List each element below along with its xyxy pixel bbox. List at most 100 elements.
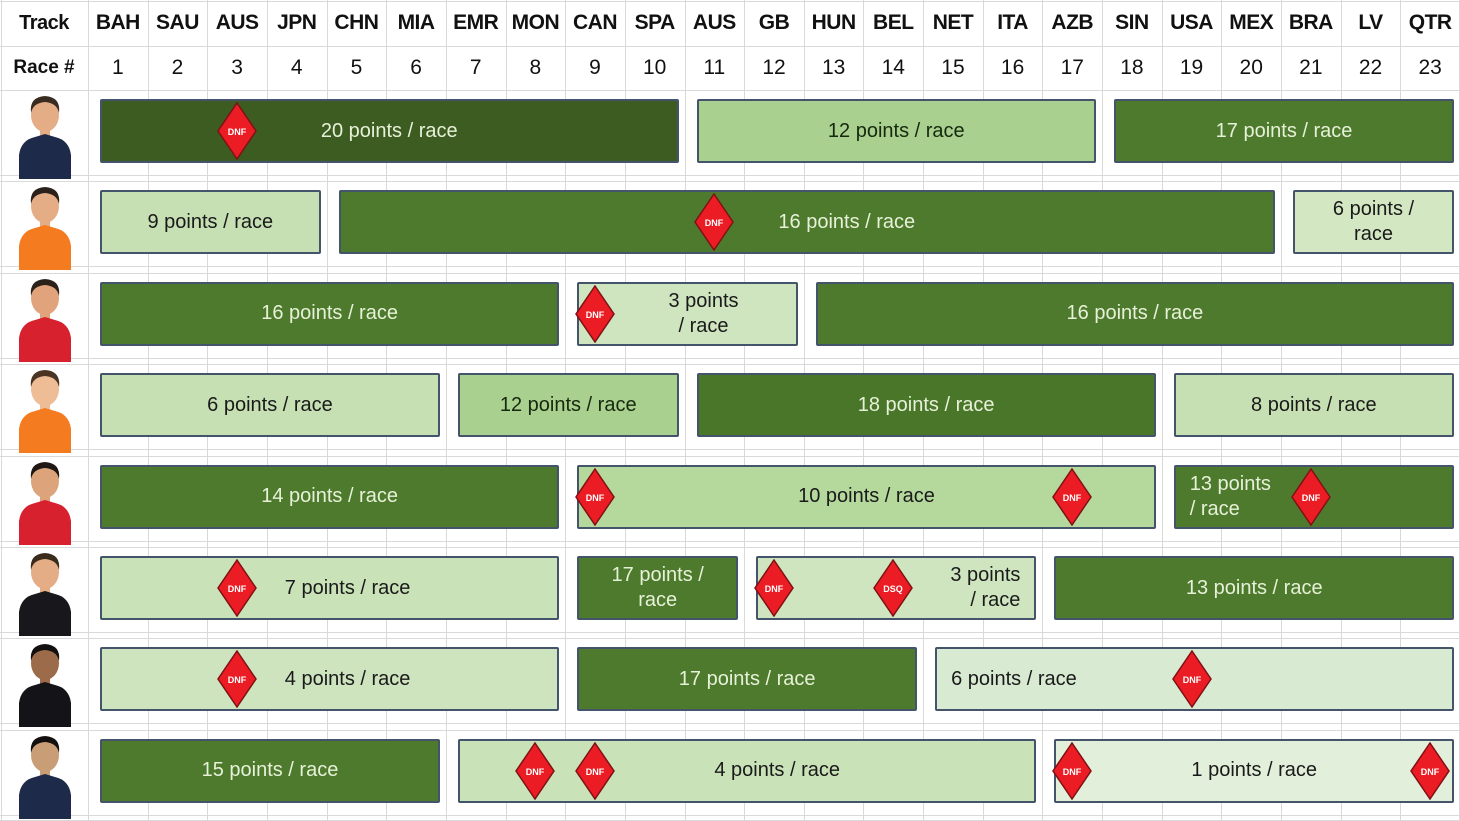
svg-text:DNF: DNF — [228, 584, 247, 594]
race-number-cell: 7 — [469, 56, 482, 79]
svg-text:DNF: DNF — [1063, 767, 1082, 777]
grid-vline — [684, 0, 686, 821]
track-header-cell: JPN — [277, 11, 317, 34]
grid-hline — [0, 547, 1460, 548]
points-per-race-label: 1 points / race — [1191, 759, 1318, 782]
race-number-cell: 18 — [1120, 56, 1144, 79]
track-header-cell: SAU — [156, 11, 199, 34]
dnf-diamond-icon: DNF — [575, 467, 615, 526]
points-segment: 1 points / race — [1054, 738, 1454, 803]
race-number-cell: 6 — [410, 56, 422, 79]
svg-text:DNF: DNF — [526, 767, 545, 777]
race-number-cell: 11 — [703, 56, 726, 79]
grid-vline — [1161, 0, 1163, 821]
race-number-cell: 3 — [231, 56, 243, 79]
grid-hline — [0, 638, 1460, 640]
points-per-race-label: 6 points / race — [951, 667, 1077, 690]
points-per-race-label: 7 points / race — [284, 576, 411, 599]
track-header-cell: SPA — [634, 11, 676, 34]
track-header-cell: HUN — [811, 11, 856, 34]
driver-photo-row-4-mclaren — [14, 365, 76, 454]
race-number-cell: 14 — [881, 56, 905, 79]
grid-hline — [0, 632, 1460, 633]
race-number-cell: 17 — [1060, 56, 1084, 79]
dnf-diamond-icon: DNF — [1171, 650, 1212, 709]
track-header-cell: AZB — [1051, 11, 1094, 34]
race-number-cell: 23 — [1418, 56, 1442, 79]
dnf-diamond-icon: DNF — [754, 558, 794, 618]
race-number-header-label: Race # — [13, 57, 75, 78]
race-number-cell: 19 — [1179, 56, 1204, 79]
points-per-race-label: 9 points / race — [147, 210, 274, 233]
points-per-race-label: 16 points / race — [1066, 302, 1204, 325]
points-segment: 7 points / race — [100, 556, 560, 620]
track-header-cell: BRA — [1288, 11, 1333, 34]
points-per-race-label: 16 points / race — [261, 302, 398, 325]
points-segment: 13 points / race — [1054, 556, 1454, 620]
points-per-race-label: 16 points / race — [778, 210, 916, 233]
dsq-diamond-icon: DSQ — [873, 558, 914, 618]
points-segment: 4 points / race — [100, 647, 560, 712]
points-per-race-label: 13 points / race — [1189, 472, 1271, 520]
dnf-diamond-icon: DNF — [217, 650, 258, 709]
points-segment: 17 points / race — [577, 647, 918, 712]
points-per-race-label: 12 points / race — [827, 119, 965, 142]
svg-text:DNF: DNF — [1302, 493, 1321, 503]
race-number-cell: 9 — [589, 56, 601, 79]
race-number-cell: 16 — [1000, 56, 1025, 79]
track-header-cell: SIN — [1115, 11, 1149, 34]
dnf-diamond-icon: DNF — [575, 284, 615, 344]
dnf-diamond-icon: DNF — [1290, 467, 1331, 526]
driver-photo-row-1-red-bull — [14, 91, 76, 179]
points-per-race-label: 12 points / race — [499, 393, 637, 416]
points-segment: 16 points / race — [100, 281, 560, 346]
svg-text:DNF: DNF — [765, 584, 784, 594]
track-header-cell: AUS — [215, 11, 259, 34]
points-segment: 16 points / race — [815, 281, 1454, 346]
grid-vline — [88, 0, 89, 821]
points-per-race-label: 10 points / race — [798, 485, 935, 508]
grid-hline — [0, 0, 1460, 2]
svg-text:DNF: DNF — [1421, 767, 1440, 777]
grid-hline — [0, 540, 1460, 542]
race-number-cell: 20 — [1239, 56, 1263, 79]
grid-vline — [445, 0, 447, 821]
points-per-race-label: 3 points / race — [950, 564, 1021, 611]
track-header-cell: QTR — [1408, 11, 1452, 34]
dnf-diamond-icon: DNF — [1052, 467, 1093, 526]
points-segment: 16 points / race — [338, 190, 1276, 255]
svg-text:DNF: DNF — [1063, 493, 1082, 503]
points-per-race-label: 6 points / race — [207, 393, 333, 416]
points-segment: 9 points / race — [100, 190, 321, 255]
svg-text:DNF: DNF — [1182, 675, 1201, 685]
points-per-race-label: 4 points / race — [714, 759, 840, 782]
dnf-diamond-icon: DNF — [694, 193, 735, 252]
track-header-cell: MEX — [1229, 11, 1274, 34]
points-segment: 14 points / race — [100, 464, 560, 529]
points-segment: 20 points / race — [100, 99, 679, 163]
track-header-cell: MON — [511, 11, 560, 34]
race-number-cell: 8 — [529, 56, 542, 79]
grid-hline — [0, 46, 1460, 47]
track-header-cell: ITA — [997, 11, 1028, 34]
grid-hline — [0, 272, 1460, 274]
grid-hline — [0, 723, 1460, 725]
points-per-race-label: 17 points / race — [1215, 119, 1353, 142]
track-header-cell: EMR — [453, 11, 499, 34]
track-header-cell: CAN — [573, 11, 618, 34]
track-header-cell: MIA — [397, 11, 435, 34]
grid-vline — [0, 0, 2, 821]
race-number-cell: 22 — [1358, 56, 1383, 79]
driver-photo-row-5-ferrari — [14, 457, 76, 545]
points-per-race-label: 14 points / race — [261, 485, 398, 508]
svg-text:DSQ: DSQ — [884, 584, 904, 594]
dnf-diamond-icon: DNF — [1410, 741, 1451, 801]
driver-photo-row-7-mercedes — [14, 639, 76, 728]
svg-text:DNF: DNF — [586, 493, 605, 503]
dnf-diamond-icon: DNF — [575, 741, 615, 801]
points-per-race-label: 6 points / race — [1332, 198, 1415, 246]
track-header-cell: GB — [758, 11, 790, 34]
points-per-race-label: 8 points / race — [1251, 393, 1377, 416]
dnf-diamond-icon: DNF — [515, 741, 556, 801]
grid-hline — [0, 364, 1460, 366]
